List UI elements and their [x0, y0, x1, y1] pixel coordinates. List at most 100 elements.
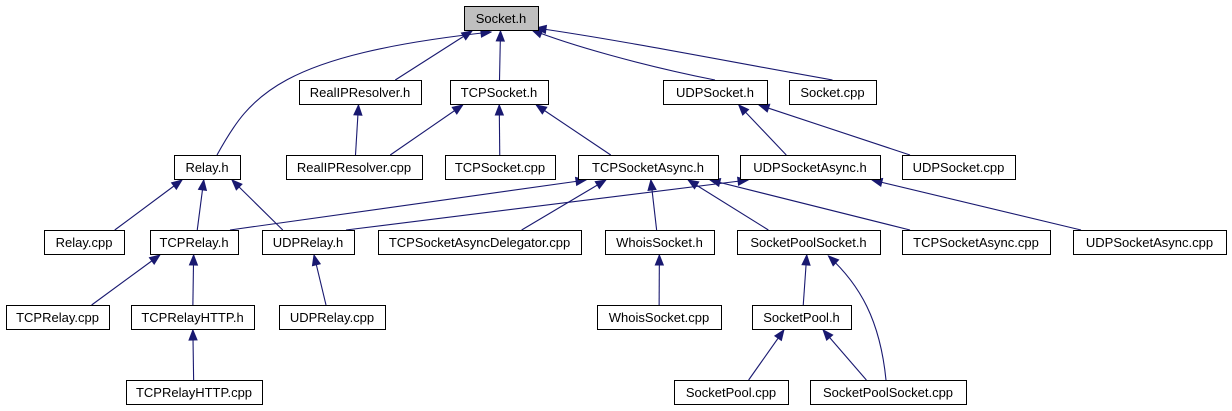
- edge-line: [114, 179, 183, 231]
- node-box[interactable]: [1073, 230, 1227, 255]
- edge-arrowhead: [494, 103, 505, 116]
- node-tcprelay-h[interactable]: TCPRelay.h: [150, 230, 239, 255]
- node-label: SocketPoolSocket.cpp: [823, 385, 953, 400]
- node-udprelay-h[interactable]: UDPRelay.h: [262, 230, 355, 255]
- node-box[interactable]: [445, 155, 556, 180]
- node-udpasync-h[interactable]: UDPSocketAsync.h: [740, 155, 881, 180]
- node-box[interactable]: [378, 230, 582, 255]
- edge-arrowhead: [148, 254, 161, 266]
- node-label: Relay.h: [185, 160, 228, 175]
- node-label: TCPSocketAsyncDelegator.cpp: [389, 235, 570, 250]
- node-box[interactable]: [902, 230, 1051, 255]
- node-socket-cpp[interactable]: Socket.cpp: [789, 80, 877, 105]
- edge-tcpasync_h-to-tcpsocket_h: [535, 104, 612, 156]
- edge-arrowhead: [451, 104, 464, 115]
- node-label: TCPRelayHTTP.h: [141, 310, 243, 325]
- node-realip-h[interactable]: RealIPResolver.h: [299, 80, 422, 105]
- node-tcprelay-cpp[interactable]: TCPRelay.cpp: [6, 305, 110, 330]
- node-relay-cpp[interactable]: Relay.cpp: [44, 230, 125, 255]
- edge-arrowhead: [188, 253, 199, 266]
- node-udpsocket-cpp[interactable]: UDPSocket.cpp: [902, 155, 1016, 180]
- node-label: TCPRelay.cpp: [16, 310, 99, 325]
- node-tcpsocket-h[interactable]: TCPSocket.h: [450, 80, 549, 105]
- node-box[interactable]: [262, 230, 355, 255]
- edge-arrowhead: [757, 103, 771, 113]
- node-label: TCPSocket.h: [461, 85, 538, 100]
- node-label: TCPSocketAsync.cpp: [913, 235, 1039, 250]
- node-tcpasync-h[interactable]: TCPSocketAsync.h: [578, 155, 719, 180]
- edge-arrowhead: [801, 253, 811, 266]
- node-sockpoolsock-cpp[interactable]: SocketPoolSocket.cpp: [810, 380, 967, 405]
- node-box[interactable]: [131, 305, 255, 330]
- node-box[interactable]: [450, 80, 549, 105]
- node-box[interactable]: [740, 155, 881, 180]
- node-box[interactable]: [663, 80, 768, 105]
- edge-whois_cpp-to-whois_h: [654, 253, 665, 306]
- node-tcpsocket-cpp[interactable]: TCPSocket.cpp: [445, 155, 556, 180]
- edge-udpsocket_cpp-to-udpsocket_h: [757, 103, 911, 156]
- node-box[interactable]: [737, 230, 881, 255]
- node-box[interactable]: [6, 305, 110, 330]
- node-label: TCPRelay.h: [159, 235, 228, 250]
- edge-line: [687, 179, 769, 231]
- edge-udpsocket_h-to-socket_h: [530, 29, 716, 81]
- node-sockpool-cpp[interactable]: SocketPool.cpp: [674, 380, 789, 405]
- node-udpasync-cpp[interactable]: UDPSocketAsync.cpp: [1073, 230, 1227, 255]
- edge-realip_cpp-to-realip_h: [353, 103, 363, 156]
- node-tcprelayhttp-cpp[interactable]: TCPRelayHTTP.cpp: [126, 380, 263, 405]
- edge-relay_cpp-to-relay_h: [114, 179, 184, 231]
- node-label: Socket.h: [476, 11, 527, 26]
- edge-tcprelayhttp_cpp-to-tcprelayhttp_h: [188, 328, 198, 381]
- edge-arrowhead: [535, 104, 548, 115]
- node-label: UDPRelay.h: [273, 235, 344, 250]
- node-box[interactable]: [605, 230, 715, 255]
- node-tcpasync-cpp[interactable]: TCPSocketAsync.cpp: [902, 230, 1051, 255]
- node-box[interactable]: [902, 155, 1016, 180]
- node-box[interactable]: [810, 380, 967, 405]
- edge-line: [531, 29, 716, 81]
- edge-line: [231, 179, 284, 231]
- node-label: WhoisSocket.h: [616, 235, 703, 250]
- node-box[interactable]: [279, 305, 386, 330]
- edge-tcpasyncdel_cpp-to-tcpasync_h: [521, 179, 608, 231]
- node-box[interactable]: [674, 380, 789, 405]
- edge-line: [535, 104, 612, 156]
- node-realip-cpp[interactable]: RealIPResolver.cpp: [286, 155, 423, 180]
- node-whois-cpp[interactable]: WhoisSocket.cpp: [597, 305, 722, 330]
- node-tcpasyncdel-cpp[interactable]: TCPSocketAsyncDelegator.cpp: [378, 230, 582, 255]
- node-box[interactable]: [174, 155, 241, 180]
- node-whois-h[interactable]: WhoisSocket.h: [605, 230, 715, 255]
- node-box[interactable]: [752, 305, 852, 330]
- edge-arrowhead: [654, 253, 665, 266]
- node-socket-h[interactable]: Socket.h: [464, 6, 539, 31]
- edge-socket_cpp-to-socket_h: [534, 24, 833, 81]
- node-box[interactable]: [578, 155, 719, 180]
- node-sockpool-h[interactable]: SocketPool.h: [752, 305, 852, 330]
- node-box[interactable]: [126, 380, 263, 405]
- edge-arrowhead: [495, 29, 506, 42]
- edge-arrowhead: [822, 328, 834, 342]
- node-box[interactable]: [299, 80, 422, 105]
- node-box[interactable]: [789, 80, 877, 105]
- node-udprelay-cpp[interactable]: UDPRelay.cpp: [279, 305, 386, 330]
- node-label: UDPSocket.cpp: [913, 160, 1005, 175]
- node-box[interactable]: [464, 6, 539, 31]
- edge-line: [394, 30, 473, 81]
- edge-tcpsocket_h-to-socket_h: [495, 29, 506, 81]
- node-label: TCPRelayHTTP.cpp: [136, 385, 252, 400]
- edge-whois_h-to-tcpasync_h: [647, 178, 658, 231]
- node-tcprelayhttp-h[interactable]: TCPRelayHTTP.h: [131, 305, 255, 330]
- node-sockpoolsock-h[interactable]: SocketPoolSocket.h: [737, 230, 881, 255]
- node-udpsocket-h[interactable]: UDPSocket.h: [663, 80, 768, 105]
- edge-tcprelay_cpp-to-tcprelay_h: [91, 254, 161, 306]
- node-relay-h[interactable]: Relay.h: [174, 155, 241, 180]
- node-label: TCPSocketAsync.h: [592, 160, 704, 175]
- edge-line: [216, 31, 492, 156]
- node-label: SocketPool.h: [763, 310, 840, 325]
- node-box[interactable]: [150, 230, 239, 255]
- node-box[interactable]: [286, 155, 423, 180]
- node-box[interactable]: [597, 305, 722, 330]
- node-box[interactable]: [44, 230, 125, 255]
